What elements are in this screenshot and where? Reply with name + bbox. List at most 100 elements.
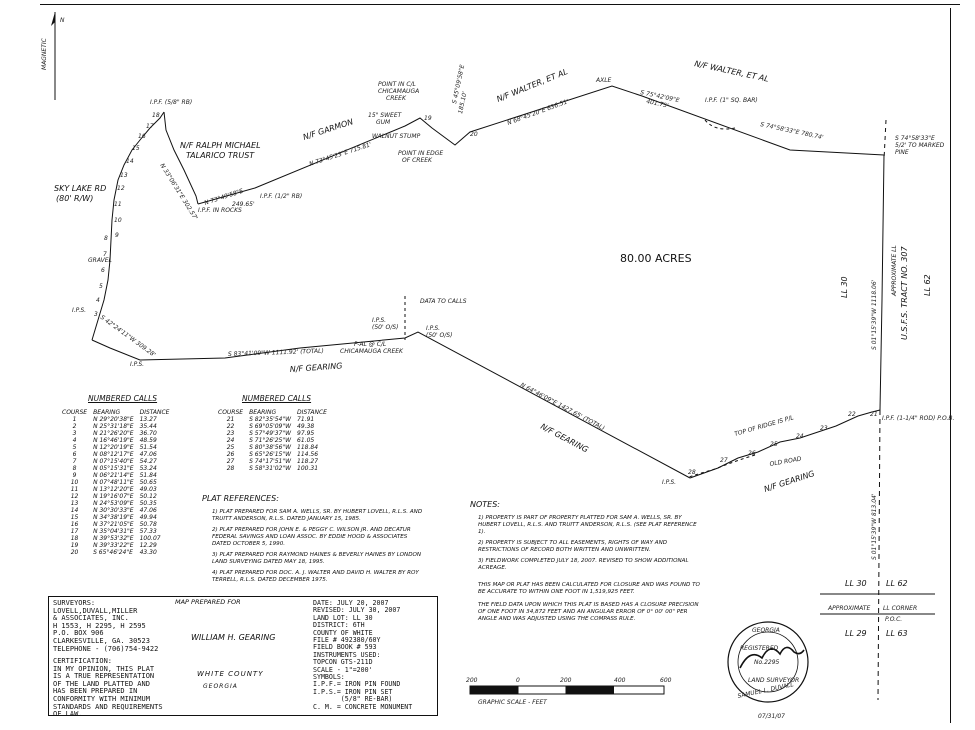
ll-29: LL 29: [845, 629, 867, 638]
call-bearing: S 65°26'15"W: [249, 451, 292, 458]
note-1: 1) PROPERTY IS PART OF PROPERTY PLATTED …: [478, 515, 697, 535]
ll-62-b: LL 62: [886, 579, 908, 588]
plat-references: PLAT REFERENCES: 1) PLAT PREPARED FOR SA…: [202, 494, 424, 588]
call-course: 14: [70, 507, 79, 514]
ips-off-1: (50' O/S): [372, 324, 398, 331]
col-distance: DISTANCE: [139, 409, 170, 416]
ipf-rocks-label: I.P.F. IN ROCKS: [198, 207, 242, 214]
call-course: 2: [72, 423, 77, 430]
call-course: 28: [226, 465, 235, 472]
poi-cl-1: POINT IN C/L: [378, 81, 416, 88]
call-course: 3: [72, 430, 77, 437]
seal-left: REGISTERED: [740, 645, 779, 652]
call-distance: 54.27: [139, 458, 157, 465]
old-road-label: OLD ROAD: [769, 455, 802, 468]
ips-off-2: (50' O/S): [426, 332, 452, 339]
call-row: 20 S 65°46'24"E 43.30: [62, 549, 175, 556]
bearing-5: S 74°58'33"E 780.74': [760, 121, 825, 141]
call-course: 17: [70, 528, 79, 535]
data-calls-label: DATA TO CALLS: [420, 298, 467, 305]
bearing-3: N 68°45'20"E 636.51': [506, 98, 570, 127]
sweet-gum-1: 15" SWEET: [368, 112, 403, 119]
plat-ref-3: 3) PLAT PREPARED FOR RAYMOND HAINES & BE…: [212, 552, 422, 565]
svg-text:14: 14: [126, 158, 134, 165]
call-bearing: N 34°38'19"E: [93, 514, 134, 521]
bearing-8: S 01°15'39"W 813.04': [871, 493, 878, 560]
call-bearing: N 37°21'05"E: [93, 521, 134, 528]
call-bearing: N 12°20'19"E: [93, 444, 134, 451]
svg-text:3: 3: [94, 311, 98, 318]
call-course: 8: [72, 465, 77, 472]
svg-text:25: 25: [770, 441, 778, 448]
call-course: 20: [70, 549, 79, 556]
plat-details: DATE: JULY 20, 2007 REVISED: JULY 30, 20…: [313, 599, 413, 711]
scale-caption: GRAPHIC SCALE - FEET: [478, 699, 548, 706]
owner-walter-1: N/F WALTER, ET AL: [495, 67, 569, 104]
call-distance: 13.27: [139, 416, 157, 423]
call-bearing: N 07°48'11"E: [93, 479, 134, 486]
plat-ref-4: 4) PLAT PREPARED FOR DOC. A. J. WALTER A…: [212, 570, 419, 583]
call-course: 16: [70, 521, 79, 528]
owner-garmon: N/F GARMON: [302, 117, 354, 142]
call-distance: 12.29: [139, 542, 157, 549]
north-label: N: [60, 17, 65, 24]
ips-1: I.P.S.: [72, 307, 86, 314]
sweet-gum-2: GUM: [376, 119, 391, 126]
ips-4: I.P.S.: [426, 325, 440, 332]
call-course: 4: [72, 437, 77, 444]
call-course: 26: [226, 451, 235, 458]
bearing-7: S 01°15'39"W 1118.06': [871, 279, 878, 350]
scale-tick-3: 400: [614, 677, 626, 684]
call-distance: 100.07: [139, 535, 161, 542]
call-distance: 50.12: [139, 493, 157, 500]
col-bearing: BEARING: [93, 409, 121, 416]
call-distance: 49.03: [139, 486, 157, 493]
bearing-14: S 42°24'11"W 309.28': [99, 314, 157, 359]
call-bearing: S 65°46'24"E: [93, 549, 133, 556]
call-bearing: N 24°53'09"E: [93, 500, 134, 507]
call-bearing: S 82°35'54"W: [249, 416, 292, 423]
svg-text:28: 28: [688, 469, 696, 476]
call-course: 5: [72, 444, 77, 451]
bearing-9: S 83°41'09"W 1111.92' (TOTAL): [228, 348, 324, 358]
call-bearing: N 39°53'32"E: [93, 535, 134, 542]
col-course: COURSE: [218, 409, 244, 416]
call-bearing: S 58°31'02"W: [249, 465, 292, 472]
ipf-14rod-label: I.P.F. (1-1/4" ROD) P.O.B.: [882, 415, 954, 422]
call-bearing: S 57°49'37"W: [249, 430, 292, 437]
axle-label: AXLE: [595, 77, 612, 84]
call-course: 23: [226, 430, 235, 437]
svg-text:4: 4: [96, 297, 100, 304]
ll-corner-label: LL CORNER: [883, 605, 917, 612]
certification: CERTIFICATION: IN MY OPINION, THIS PLAT …: [53, 657, 163, 719]
call-distance: 47.06: [139, 507, 157, 514]
call-course: 21: [226, 416, 235, 423]
call-distance: 57.33: [139, 528, 157, 535]
svg-text:11: 11: [114, 201, 122, 208]
call-distance: 43.30: [139, 549, 157, 556]
north-arrow: [51, 12, 56, 100]
title-block: SURVEYORS: LOVELL,DUVALL,MILLER & ASSOCI…: [48, 596, 438, 719]
svg-text:13: 13: [120, 172, 128, 179]
approx-ll: APPROXIMATE LL: [891, 245, 898, 297]
calls-table-2-title: NUMBERED CALLS: [242, 394, 312, 403]
call-distance: 118.84: [297, 444, 319, 451]
magnetic-label: MAGNETIC: [41, 37, 48, 70]
svg-text:8: 8: [104, 235, 108, 242]
call-distance: 51.84: [139, 472, 157, 479]
call-distance: 61.05: [297, 437, 315, 444]
call-distance: 35.44: [139, 423, 157, 430]
